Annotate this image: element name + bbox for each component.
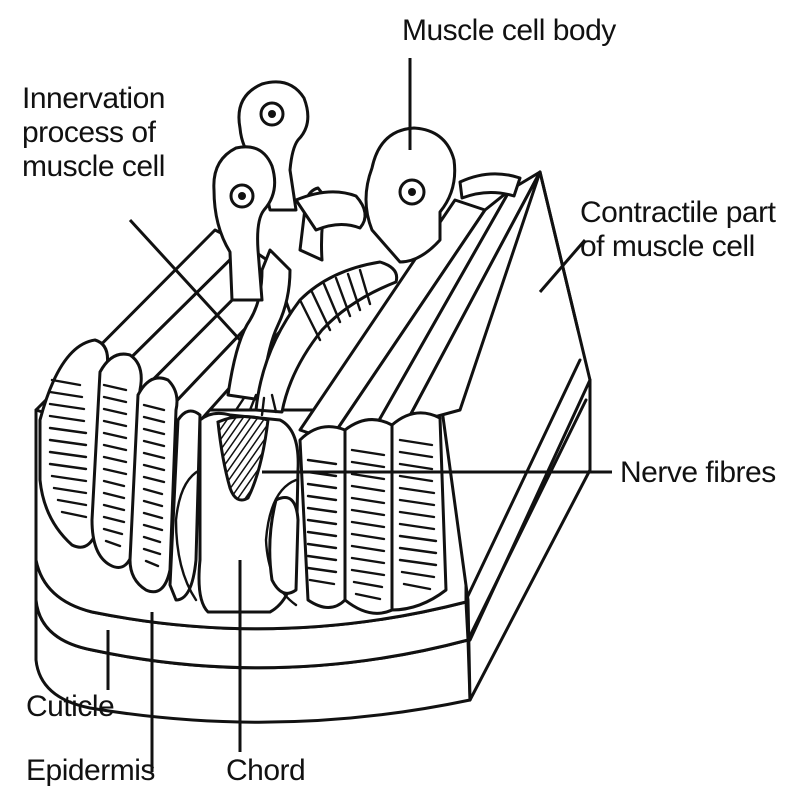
label-nerve-fibres: Nerve fibres <box>620 456 776 490</box>
label-muscle-cell-body-text: Muscle cell body <box>402 14 616 48</box>
label-nerve-fibres-text: Nerve fibres <box>620 456 776 490</box>
label-contractile-part: Contractile part of muscle cell <box>580 196 775 264</box>
label-chord-text: Chord <box>226 754 305 788</box>
label-cuticle-text: Cuticle <box>26 690 114 724</box>
label-innervation-process: Innervation process of muscle cell <box>22 82 165 184</box>
label-muscle-cell-body: Muscle cell body <box>402 14 616 48</box>
label-cuticle: Cuticle <box>26 690 114 724</box>
label-chord: Chord <box>226 754 305 788</box>
label-epidermis-text: Epidermis <box>26 754 155 788</box>
label-innervation-line-2: process of <box>22 116 165 150</box>
label-epidermis: Epidermis <box>26 754 155 788</box>
label-innervation-line-3: muscle cell <box>22 150 165 184</box>
label-contractile-line-2: of muscle cell <box>580 230 775 264</box>
muscle-cell-compartments-right <box>300 413 446 613</box>
label-contractile-line-1: Contractile part <box>580 196 775 230</box>
label-innervation-line-1: Innervation <box>22 82 165 116</box>
